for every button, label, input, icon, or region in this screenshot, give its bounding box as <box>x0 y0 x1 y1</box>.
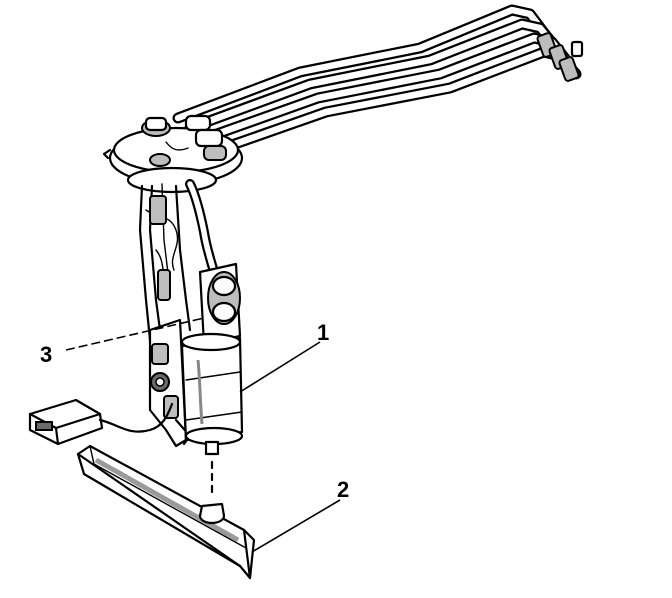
reservoir-bracket <box>138 179 219 448</box>
callout-1: 1 <box>317 320 329 345</box>
callout-3: 3 <box>40 342 52 367</box>
fuel-line-2 <box>184 18 564 134</box>
pressure-regulator <box>198 262 242 346</box>
fuel-pump <box>180 332 244 494</box>
electrical-connector <box>28 398 174 446</box>
module-cover-flange <box>102 114 244 194</box>
leader-line-3 <box>65 317 205 351</box>
fuel-strainer <box>76 444 256 580</box>
line-end-fittings <box>536 32 584 82</box>
callout-2: 2 <box>337 477 349 502</box>
callout-leaders <box>65 317 341 553</box>
leader-line-2 <box>251 499 341 553</box>
fuel-lines <box>172 4 584 158</box>
fuel-line-1 <box>172 4 554 124</box>
leader-line-1 <box>239 341 321 393</box>
